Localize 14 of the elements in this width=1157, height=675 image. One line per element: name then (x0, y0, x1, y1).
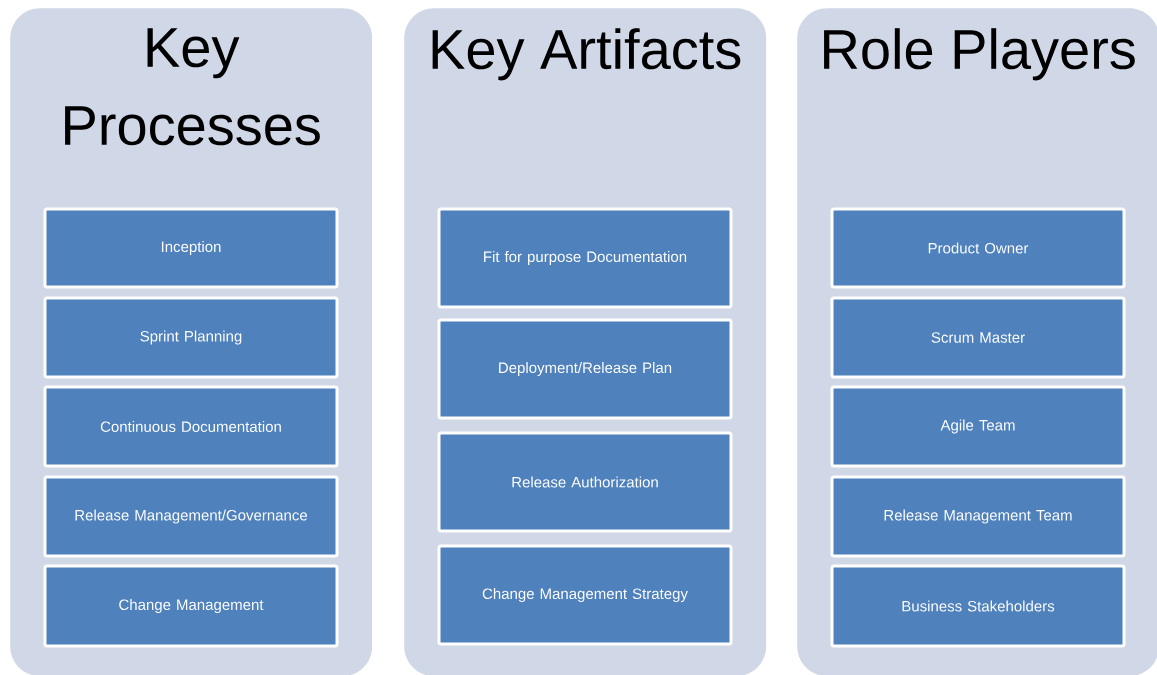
item-box: Continuous Documentation (43, 385, 339, 468)
item-box: Change Management Strategy (437, 544, 733, 646)
item-box: Fit for purpose Documentation (437, 207, 733, 309)
item-box: Release Management Team (830, 475, 1126, 558)
item-box: Change Management (43, 564, 339, 648)
item-box: Business Stakeholders (830, 564, 1126, 648)
item-box: Agile Team (830, 385, 1126, 468)
item-box: Release Management/Governance (43, 475, 339, 558)
item-box: Release Authorization (437, 431, 733, 533)
item-box: Scrum Master (830, 296, 1126, 379)
item-box: Sprint Planning (43, 296, 339, 379)
item-box: Product Owner (830, 207, 1126, 289)
item-box: Deployment/Release Plan (437, 318, 733, 420)
item-box: Inception (43, 207, 339, 289)
